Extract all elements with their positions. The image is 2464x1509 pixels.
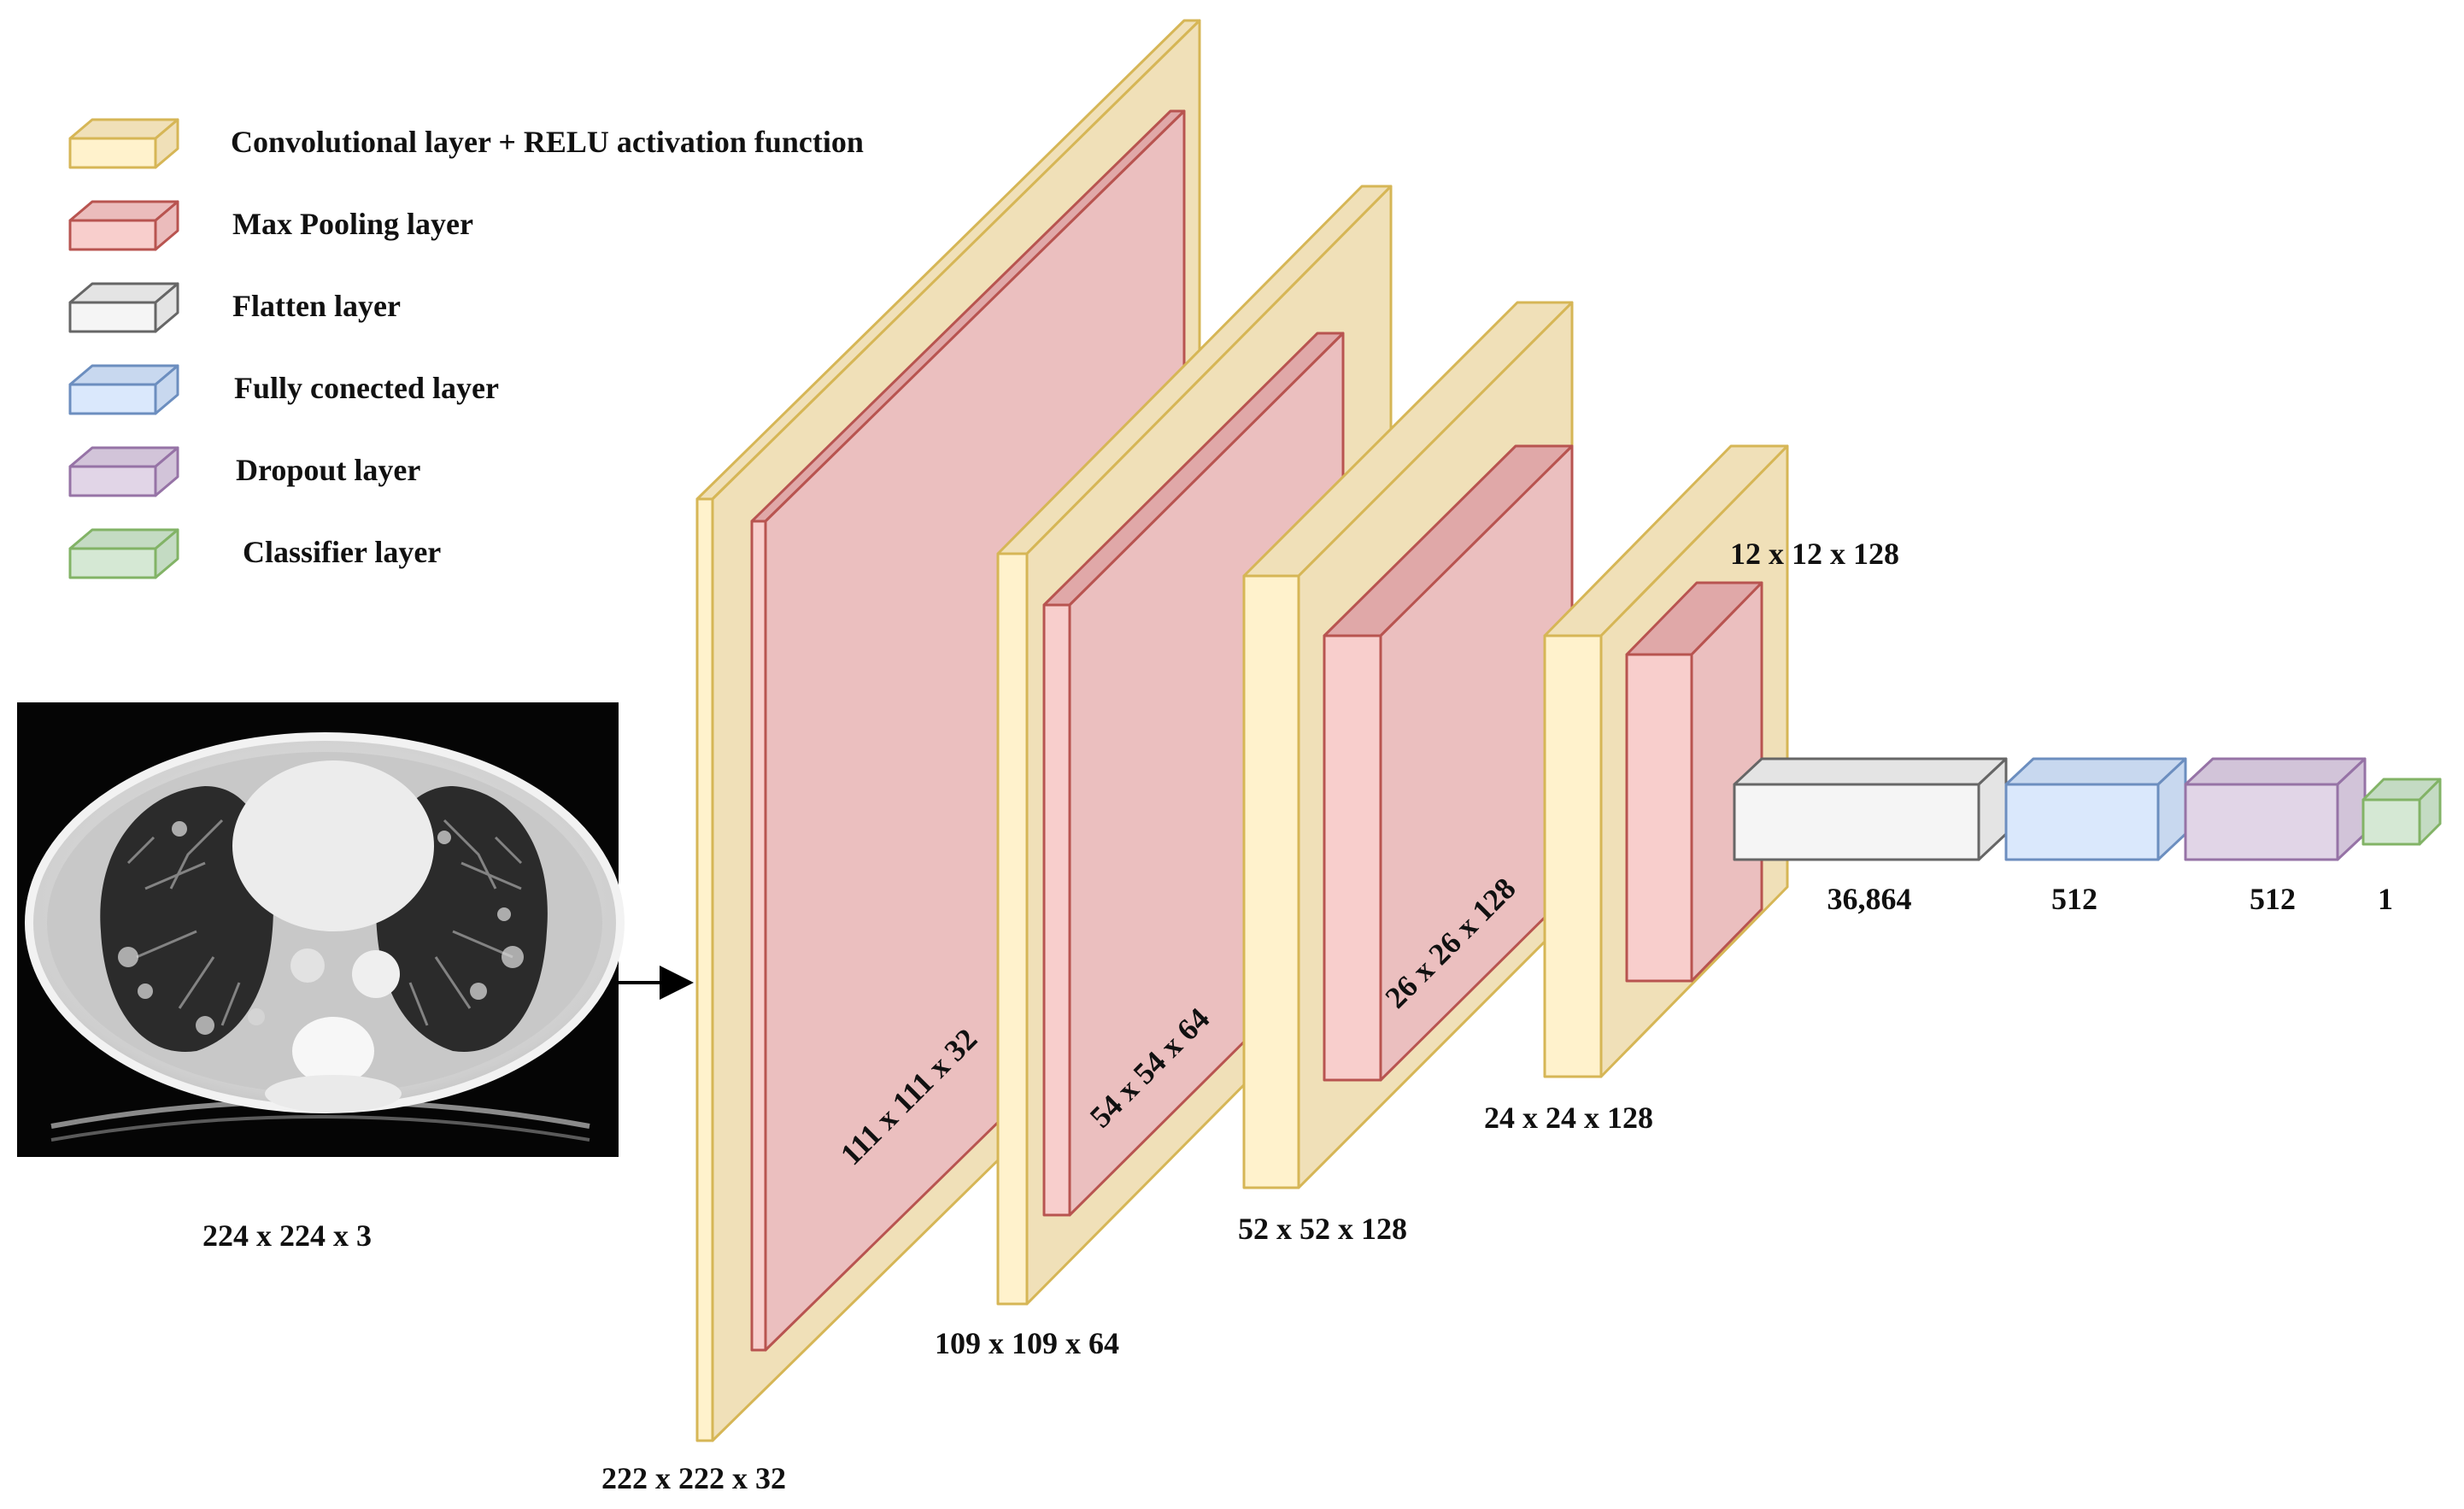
legend-label-dense: Fully conected layer: [234, 371, 499, 405]
dropout-block: [2184, 757, 2367, 861]
legend-swatch-dense-cube-front: [68, 383, 157, 415]
dense-block: [2004, 757, 2187, 861]
dropout-block-top: [2184, 757, 2367, 786]
conv4-dimension-label: 24 x 24 x 128: [1484, 1101, 1653, 1135]
legend-item-classifier: Classifier layer: [68, 528, 441, 579]
dense-dimension-label: 512: [2051, 882, 2097, 916]
input-dimension-label: 224 x 224 x 3: [202, 1218, 372, 1253]
legend-label-classifier: Classifier layer: [243, 535, 441, 569]
pool3-block: [1323, 444, 1574, 1082]
legend-item-dropout: Dropout layer: [68, 446, 420, 497]
legend-swatch-classifier-cube-front: [68, 547, 157, 579]
legend-swatch-dropout: [68, 446, 179, 497]
legend-swatch-dense: [68, 364, 179, 415]
legend-label-maxpool: Max Pooling layer: [232, 207, 473, 241]
legend-item-conv: Convolutional layer + RELU activation fu…: [68, 118, 864, 169]
legend-swatch-dropout-cube: [68, 446, 179, 497]
conv2-dimension-label: 109 x 109 x 64: [935, 1326, 1119, 1360]
pool2-block-front: [1042, 603, 1071, 1217]
classifier-block: [2361, 778, 2442, 846]
pool1-block-front: [750, 520, 767, 1352]
legend-swatch-flatten: [68, 282, 179, 333]
legend-swatch-conv-cube-front: [68, 137, 157, 169]
flatten-block: [1733, 757, 2008, 861]
legend-item-flatten: Flatten layer: [68, 282, 401, 333]
legend-swatch-conv-cube: [68, 118, 179, 169]
pool3-block-front: [1323, 634, 1382, 1082]
pool4-dimension-label: 12 x 12 x 128: [1730, 537, 1899, 571]
legend-swatch-flatten-cube-front: [68, 301, 157, 333]
conv3-dimension-label: 52 x 52 x 128: [1238, 1212, 1407, 1246]
pool4-block: [1625, 581, 1763, 983]
input-ct-scan-image: [17, 702, 625, 1157]
legend-swatch-maxpool-cube: [68, 200, 179, 251]
legend-swatch-maxpool-cube-front: [68, 219, 157, 251]
legend-swatch-flatten-cube: [68, 282, 179, 333]
dropout-block-front: [2184, 783, 2339, 861]
dropout-dimension-label: 512: [2250, 882, 2296, 916]
legend-swatch-classifier-cube: [68, 528, 179, 579]
conv4-block-front: [1543, 634, 1603, 1078]
conv1-dimension-label: 222 x 222 x 32: [601, 1461, 786, 1495]
legend-swatch-dropout-cube-front: [68, 465, 157, 497]
pool4-block-front: [1625, 653, 1693, 983]
dense-block-front: [2004, 783, 2160, 861]
legend-swatch-classifier: [68, 528, 179, 579]
legend-label-dropout: Dropout layer: [236, 453, 420, 487]
legend-swatch-conv: [68, 118, 179, 169]
legend-item-maxpool: Max Pooling layer: [68, 200, 473, 251]
legend-label-flatten: Flatten layer: [232, 289, 401, 323]
legend-swatch-dense-cube: [68, 364, 179, 415]
classifier-dimension-label: 1: [2378, 882, 2393, 916]
legend-label-conv: Convolutional layer + RELU activation fu…: [231, 125, 864, 159]
flatten-dimension-label: 36,864: [1827, 882, 1912, 916]
conv2-block-front: [996, 552, 1029, 1306]
dense-block-top: [2004, 757, 2187, 786]
legend: Convolutional layer + RELU activation fu…: [68, 118, 864, 579]
flatten-block-top: [1733, 757, 2008, 786]
legend-swatch-maxpool: [68, 200, 179, 251]
flatten-block-front: [1733, 783, 1980, 861]
legend-item-dense: Fully conected layer: [68, 364, 499, 415]
conv1-block-front: [695, 497, 714, 1442]
classifier-block-front: [2361, 798, 2421, 846]
conv3-block-front: [1242, 574, 1300, 1189]
